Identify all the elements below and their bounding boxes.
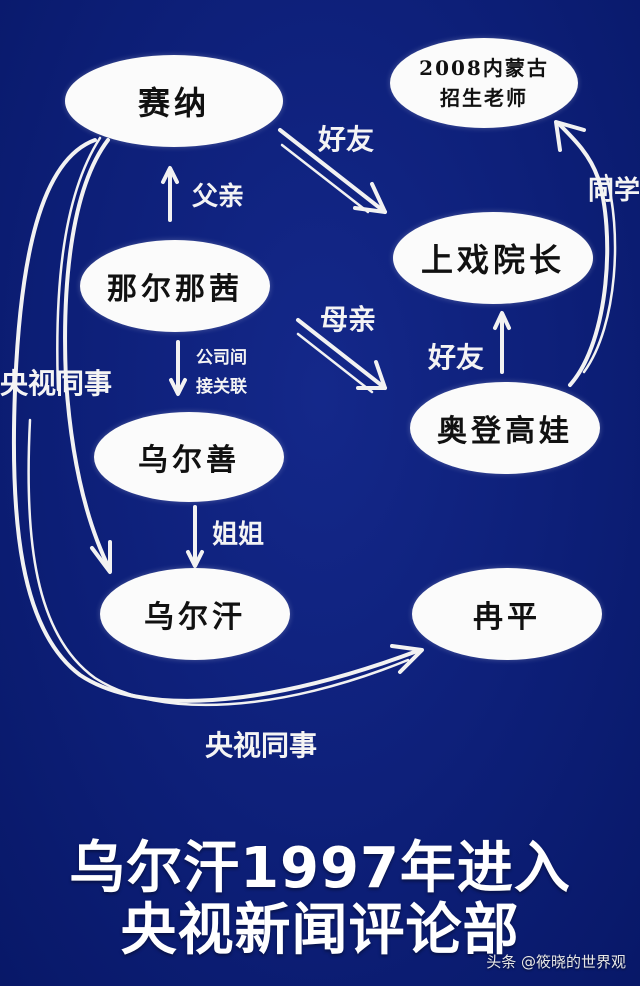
caption-line1: 乌尔汗1997年进入 — [69, 836, 571, 901]
node-ranping: 冉平 — [412, 568, 602, 660]
node-wuershan: 乌尔善 — [94, 412, 284, 502]
edge-label-mother: 母亲 — [320, 303, 377, 336]
edge-label-friend-right: 好友 — [428, 341, 485, 374]
node-wuershan-label: 乌尔善 — [138, 443, 240, 478]
watermark: 头条 @筱晓的世界观 — [486, 953, 626, 971]
node-teacher-line2: 招生老师 — [440, 86, 528, 110]
node-saina-label: 赛纳 — [137, 84, 210, 122]
arrow-saina-to-wuerhan — [63, 138, 112, 572]
node-ranping-label: 冉平 — [473, 600, 541, 635]
edge-label-classmate: 同学 — [588, 176, 640, 206]
edge-label-sister: 姐姐 — [212, 520, 265, 550]
edge-label-friend-top: 好友 — [318, 123, 375, 156]
node-naer: 那尔那茜 — [80, 240, 270, 332]
arrowhead-naer-to-saina — [161, 166, 179, 184]
edge-label-father: 父亲 — [192, 182, 245, 212]
caption-line2: 央视新闻评论部 — [120, 898, 520, 963]
arrowhead-naer-to-wuershan — [169, 378, 187, 396]
node-naer-label: 那尔那茜 — [107, 272, 243, 307]
arrow-saina-to-ranping — [11, 138, 422, 703]
arrow-naer-to-aodeng — [296, 318, 387, 390]
node-aodeng: 奥登高娃 — [410, 382, 600, 474]
edge-label-cctv-left: 央视同事 — [0, 367, 113, 400]
arrowhead-saina-to-wuerhan — [90, 540, 112, 574]
node-xiyuan-label: 上戏院长 — [420, 241, 565, 279]
arrow-saina-to-xiyuan — [278, 128, 387, 214]
node-wuerhan-label: 乌尔汗 — [144, 600, 246, 635]
arrowhead-aodeng-to-xiyuan — [493, 311, 511, 330]
node-aodeng-label: 奥登高娃 — [437, 414, 573, 449]
node-saina: 赛纳 — [65, 55, 283, 147]
arrow-aodeng-to-teacher — [558, 123, 610, 387]
node-xiyuan: 上戏院长 — [393, 212, 593, 304]
edge-label-cctv-bottom: 央视同事 — [205, 729, 318, 762]
arrowhead-saina-to-ranping — [390, 644, 424, 674]
node-teacher: 2008内蒙古 招生老师 — [390, 38, 578, 128]
edge-label-company-1: 公司间 — [196, 348, 247, 368]
edge-label-company-2: 接关联 — [196, 377, 247, 397]
node-wuerhan: 乌尔汗 — [100, 568, 290, 660]
arrowhead-aodeng-to-teacher — [554, 120, 586, 152]
arrowhead-wuershan-to-wuerhan — [186, 550, 204, 568]
node-teacher-line1: 2008内蒙古 — [419, 56, 549, 80]
